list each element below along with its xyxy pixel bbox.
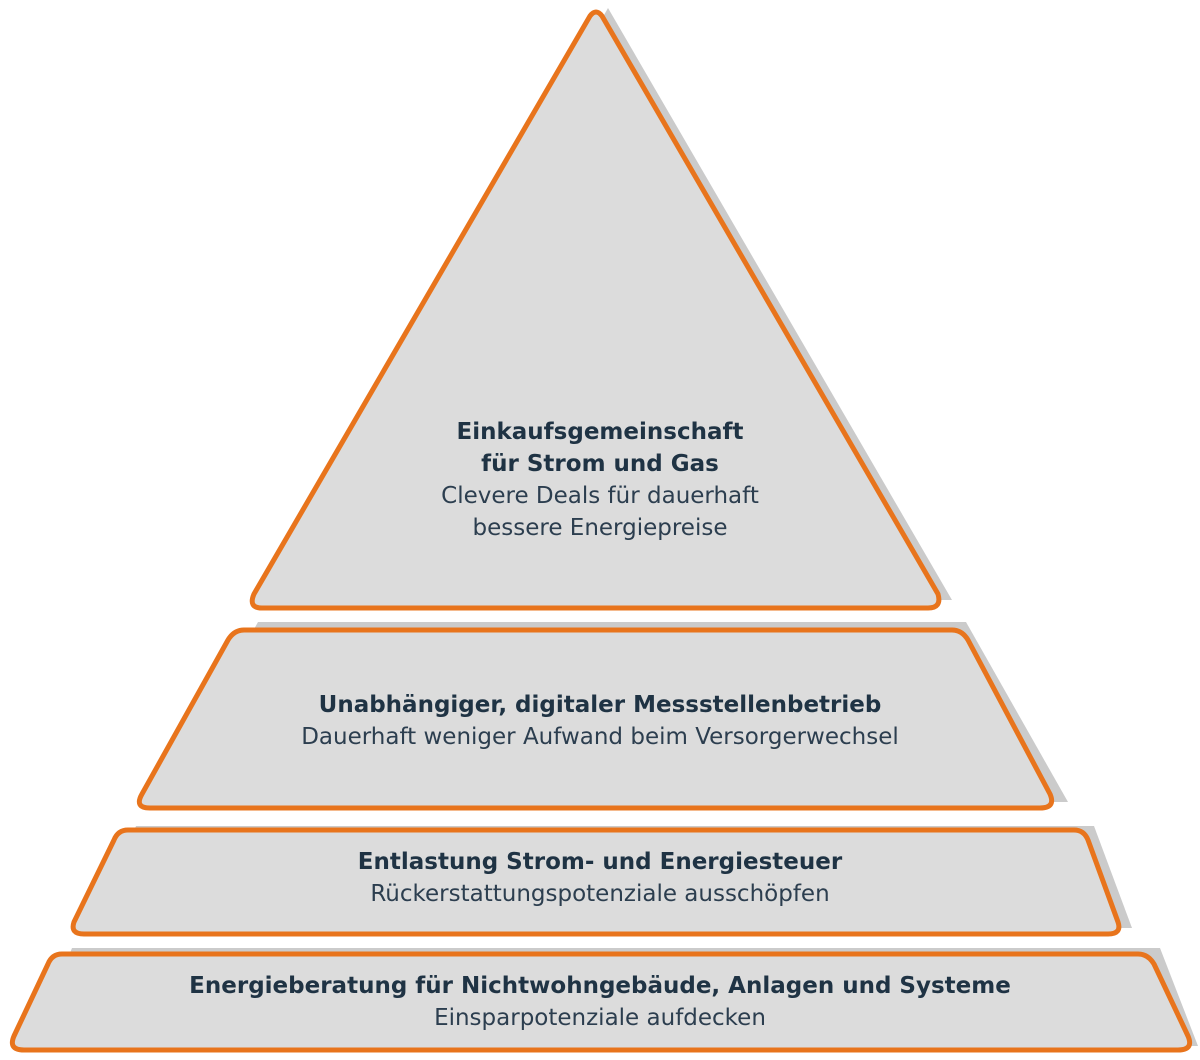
level-3-tier [70, 827, 1122, 937]
level-1-title: Einkaufsgemeinschaft für Strom und Gas [456, 419, 744, 477]
level-2-subtitle: Dauerhaft weniger Aufwand beim Versorger… [301, 724, 899, 750]
level-2-title: Unabhängiger, digitaler Messstellenbetri… [318, 692, 882, 718]
level-4-tier [9, 951, 1193, 1053]
level-3-subtitle: Rückerstattungspotenziale ausschöpfen [370, 881, 830, 907]
level-3-label: Entlastung Strom- und Energiesteuer Rück… [0, 846, 1200, 910]
level-4-title: Energieberatung für Nichtwohngebäude, An… [189, 973, 1011, 999]
level-1-label: Einkaufsgemeinschaft für Strom und Gas C… [0, 416, 1200, 544]
level-2-tier [136, 627, 1055, 811]
level-1-subtitle: Clevere Deals für dauerhaft bessere Ener… [441, 483, 759, 541]
level-2-label: Unabhängiger, digitaler Messstellenbetri… [0, 689, 1200, 753]
level-4-subtitle: Einsparpotenziale aufdecken [434, 1005, 766, 1031]
level-1-tier [249, 9, 942, 611]
level-3-title: Entlastung Strom- und Energiesteuer [357, 849, 843, 875]
level-4-label: Energieberatung für Nichtwohngebäude, An… [0, 970, 1200, 1034]
